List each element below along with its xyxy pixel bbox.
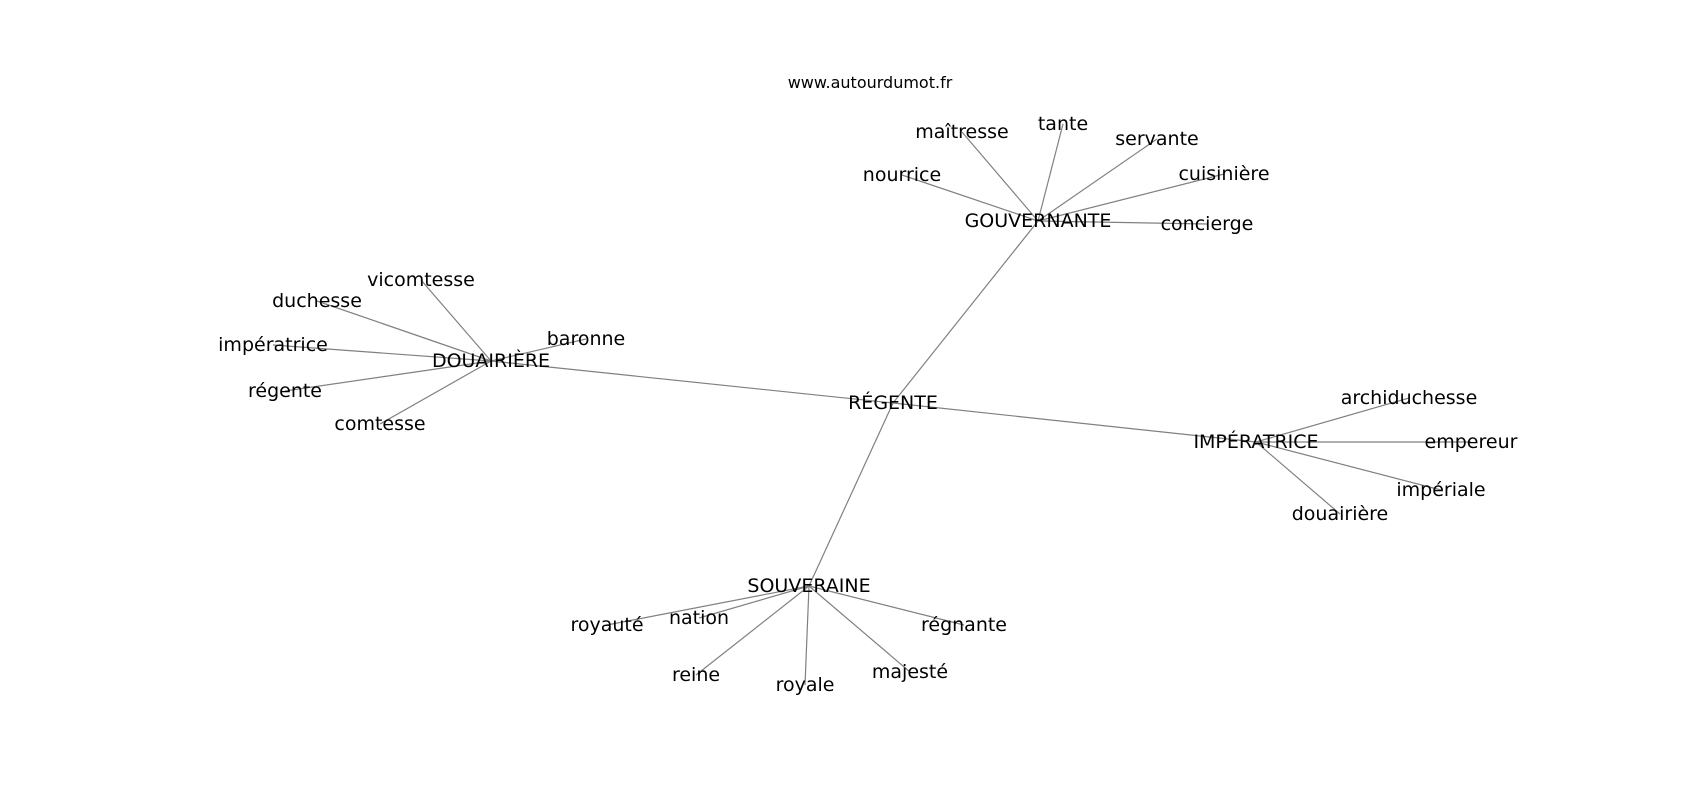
- leaf-node-regnante[interactable]: régnante: [921, 614, 1007, 636]
- edge-douairiere-hub-duchesse: [316, 300, 492, 362]
- edge-souveraine-majeste: [808, 585, 911, 673]
- hub-node-douairiere-hub[interactable]: DOUAIRIÈRE: [432, 349, 550, 372]
- leaf-node-vicomtesse[interactable]: vicomtesse: [367, 269, 475, 291]
- edge-gouvernante-nourrice: [901, 174, 1039, 222]
- edge-gouvernante-tante: [1037, 123, 1064, 222]
- edge-regente-douairiere-hub: [490, 360, 894, 404]
- edge-souveraine-reine: [695, 585, 810, 676]
- edge-douairiere-hub-comtesse: [379, 360, 492, 425]
- edge-gouvernante-cuisiniere: [1037, 173, 1225, 222]
- leaf-node-baronne[interactable]: baronne: [547, 328, 626, 350]
- leaf-node-regente-leaf[interactable]: régente: [248, 380, 322, 402]
- leaf-node-duchesse[interactable]: duchesse: [272, 290, 362, 312]
- hub-node-souveraine[interactable]: SOUVERAINE: [747, 575, 870, 597]
- edge-souveraine-royale: [804, 585, 810, 686]
- leaf-node-douairiere-leaf[interactable]: douairière: [1292, 503, 1389, 525]
- leaf-node-nourrice[interactable]: nourrice: [863, 164, 941, 186]
- edge-gouvernante-servante: [1037, 138, 1158, 222]
- edge-imperatrice-hub-archiduchesse: [1255, 397, 1410, 443]
- edge-souveraine-royaute: [606, 585, 810, 626]
- graph-edges: [272, 123, 1471, 686]
- site-url[interactable]: www.autourdumot.fr: [788, 73, 953, 92]
- leaf-node-imperiale[interactable]: impériale: [1396, 479, 1485, 501]
- leaf-node-archiduchesse[interactable]: archiduchesse: [1341, 387, 1478, 409]
- hub-node-gouvernante[interactable]: GOUVERNANTE: [965, 210, 1112, 232]
- leaf-node-comtesse[interactable]: comtesse: [334, 413, 425, 435]
- leaf-node-maitresse[interactable]: maîtresse: [915, 121, 1008, 143]
- leaf-node-servante[interactable]: servante: [1115, 128, 1198, 150]
- edge-imperatrice-hub-douairiere-leaf: [1255, 441, 1341, 515]
- leaf-node-royale[interactable]: royale: [776, 674, 835, 696]
- edge-gouvernante-maitresse: [961, 131, 1039, 222]
- edge-gouvernante-concierge: [1037, 220, 1208, 225]
- leaf-node-concierge[interactable]: concierge: [1161, 213, 1254, 235]
- leaf-node-reine[interactable]: reine: [672, 664, 720, 686]
- leaf-node-tante[interactable]: tante: [1038, 113, 1088, 135]
- center-node-regente[interactable]: RÉGENTE: [848, 391, 938, 414]
- edge-imperatrice-hub-imperiale: [1255, 441, 1442, 491]
- edge-regente-souveraine: [808, 402, 894, 587]
- edge-souveraine-nation: [698, 585, 810, 619]
- graph-labels: RÉGENTE GOUVERNANTE maîtresse tante servante…: [218, 113, 1517, 696]
- leaf-node-empereur[interactable]: empereur: [1425, 431, 1518, 453]
- edge-regente-gouvernante: [892, 220, 1039, 404]
- edge-douairiere-hub-imperatrice-leaf: [272, 344, 492, 362]
- edge-regente-imperatrice-hub: [892, 402, 1257, 443]
- edge-douairiere-hub-vicomtesse: [420, 279, 492, 362]
- leaf-node-majeste[interactable]: majesté: [872, 661, 948, 683]
- leaf-node-nation[interactable]: nation: [669, 607, 729, 629]
- edge-douairiere-hub-regente-leaf: [284, 360, 492, 392]
- hub-node-imperatrice-hub[interactable]: IMPÉRATRICE: [1193, 430, 1318, 453]
- leaf-node-royaute[interactable]: royauté: [570, 614, 643, 636]
- leaf-node-imperatrice-leaf[interactable]: impératrice: [218, 334, 328, 356]
- edge-douairiere-hub-baronne: [490, 338, 587, 362]
- leaf-node-cuisiniere[interactable]: cuisinière: [1178, 163, 1269, 185]
- edge-souveraine-regnante: [808, 585, 965, 626]
